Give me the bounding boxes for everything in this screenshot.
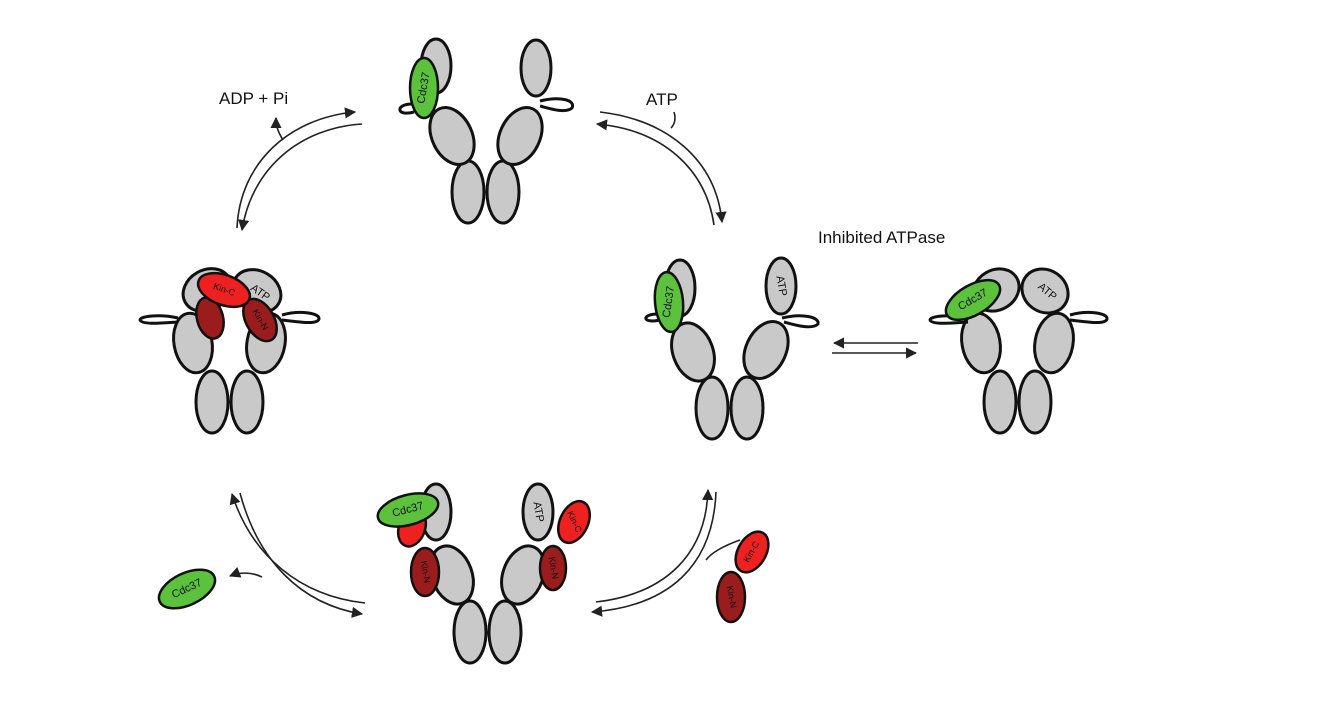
hsp90-ntd-right [521,482,555,542]
arrow-release-cdc37 [228,567,263,578]
hsp90-ctd-left [452,599,488,665]
hsp90-lid-left [644,312,661,323]
state-inhibited-atpase: ATP Cdc37 [928,267,1109,435]
hsp90-ctd-right [1017,369,1053,435]
hsp90-lid-right [539,97,575,113]
free-cdc37: Cdc37 [157,568,217,610]
state-closed-kinase: ATP Kin-N Kin-C [138,267,321,435]
state-open-kinase-cdc37: ATP Kin-C Kin-N Kin-N Cdc37 [376,482,591,665]
atp-input-label: ATP [646,90,678,109]
hsp90-ctd-right [487,599,523,665]
kinase-c-lobe-free [734,530,770,574]
arrow-atp-input [670,111,676,129]
arrow-bottom-left [228,492,366,618]
hsp90-ctd-right [729,375,765,441]
kinase-n-lobe-right [538,544,568,592]
hsp90-md-left [428,106,476,166]
hsp90-ctd-right [485,159,521,225]
kinase-n-lobe-left [409,546,441,598]
state-open-cdc37: Cdc37 [398,37,575,225]
adp-pi-label: ADP + Pi [219,89,288,108]
hsp90-ntd-right [519,38,553,98]
arrow-release-adp [270,116,284,141]
state-atp-cdc37: ATP Cdc37 [644,256,820,441]
cdc37-protein [653,270,685,334]
cdc37-protein [408,56,440,120]
hsp90-md-right [1033,311,1075,375]
kinase-n-label: Kin-N [547,556,561,580]
arrow-top-right [595,111,727,226]
hsp90-lid-right [781,314,820,329]
cdc37-protein [376,492,440,528]
atp-label: ATP [530,501,545,523]
kinase-n-label-free: Kin-N [725,585,739,609]
arrow-top-left [236,107,363,232]
hsp90-lid-right [281,310,321,324]
hsp90-ctd-right [229,369,265,435]
hsp90-md-left [670,321,716,383]
kinase-n-lobe-left [195,296,225,340]
hsp90-ctd-left [694,375,730,441]
hsp90-ctd-left [194,369,230,435]
hsp90-lid-left [398,102,415,115]
kinase-c-lobe-right [557,499,591,545]
cdc37-label: Cdc37 [661,285,677,318]
hsp90-ctd-left [450,159,486,225]
hsp90-md-right [496,106,544,166]
arrow-kinase-input [705,539,741,561]
cdc37-label: Cdc37 [415,71,432,104]
hsp90-ctd-left [982,369,1018,435]
kinase-c-lobe [196,271,252,309]
free-kinase: Kin-N Kin-C [715,530,770,624]
hsp90-lid-right [1069,310,1109,324]
kinase-n-lobe-free [715,570,747,624]
inhibited-atpase-label: Inhibited ATPase [818,228,945,247]
hsp90-ntd-right [764,256,798,316]
hsp90-lid-left [138,314,179,325]
kinase-n-label-left: Kin-N [419,560,433,584]
atp-label: ATP [773,275,788,297]
arrow-bottom-right [590,488,741,617]
cdc37-protein-free [157,568,217,610]
hsp90-ntd-right [1020,267,1070,315]
cdc37-protein [944,278,1002,322]
hsp90-md-right [742,320,790,380]
equilibrium-arrows [832,337,918,359]
